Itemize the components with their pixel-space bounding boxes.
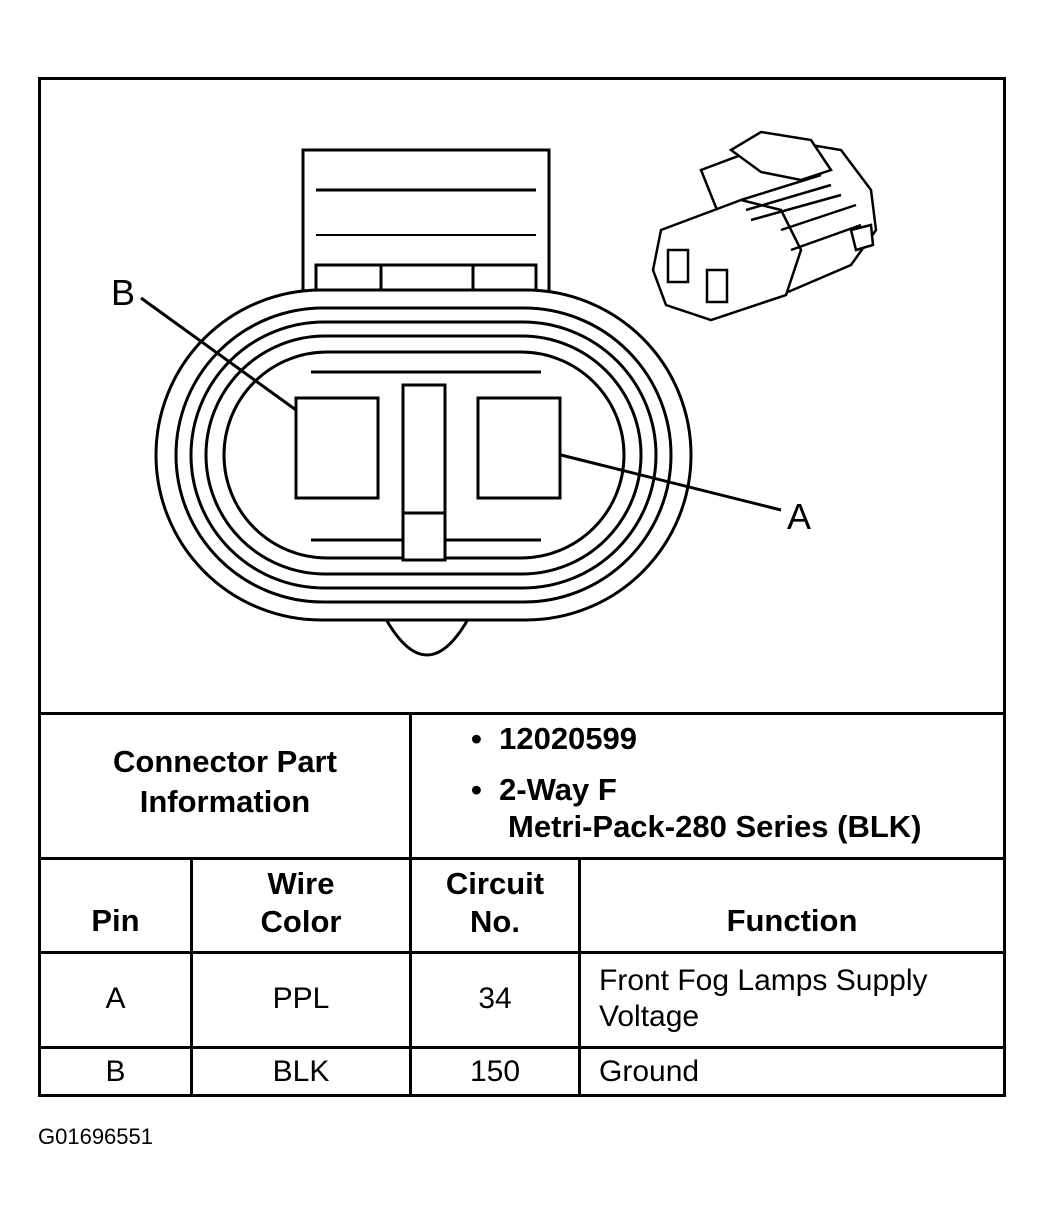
terminal-cavity-a (476, 396, 562, 500)
connector-figure-frame: B A Connector Part Information • 1202059… (38, 77, 1006, 1097)
header-function: Function (726, 903, 858, 938)
connector-series: Metri-Pack-280 Series (BLK) (508, 809, 922, 844)
header-circuit-no: Circuit No. (445, 866, 545, 939)
connector-type-item: • 2-Way F (471, 772, 617, 807)
connector-part-info-values: • 12020599 • 2-Way F Metri-Pack-280 Seri… (471, 720, 1001, 845)
part-number-item: • 12020599 (471, 721, 638, 756)
connector-part-info-label: Connector Part Information (113, 744, 337, 819)
row-a-pin: A (105, 982, 126, 1015)
row-a-wire-color: PPL (272, 982, 330, 1015)
row-a-function: Front Fog Lamps Supply Voltage (599, 964, 928, 1033)
bullet-icon: • (471, 721, 500, 756)
connector-3d-inset (651, 130, 878, 322)
row-a-circuit: 34 (478, 982, 512, 1015)
figure-id: G01696551 (38, 1124, 153, 1149)
pin-b-leader (140, 296, 297, 412)
terminal-cavity-b (294, 396, 380, 500)
row-b-wire-color: BLK (272, 1055, 330, 1088)
row-b-circuit: 150 (469, 1055, 521, 1088)
connector-info-table: Connector Part Information • 12020599 • … (41, 712, 1003, 1097)
row-b-pin: B (105, 1055, 126, 1088)
bullet-icon: • (471, 772, 500, 807)
pin-b-callout: B (111, 272, 136, 313)
header-pin: Pin (91, 903, 140, 938)
pin-a-callout: A (787, 496, 812, 537)
row-b-function: Ground (599, 1055, 700, 1088)
center-rib (401, 383, 447, 562)
pin-a-leader (560, 453, 782, 512)
connector-face-diagram (140, 130, 878, 657)
header-wire-color: Wire Color (260, 866, 342, 939)
